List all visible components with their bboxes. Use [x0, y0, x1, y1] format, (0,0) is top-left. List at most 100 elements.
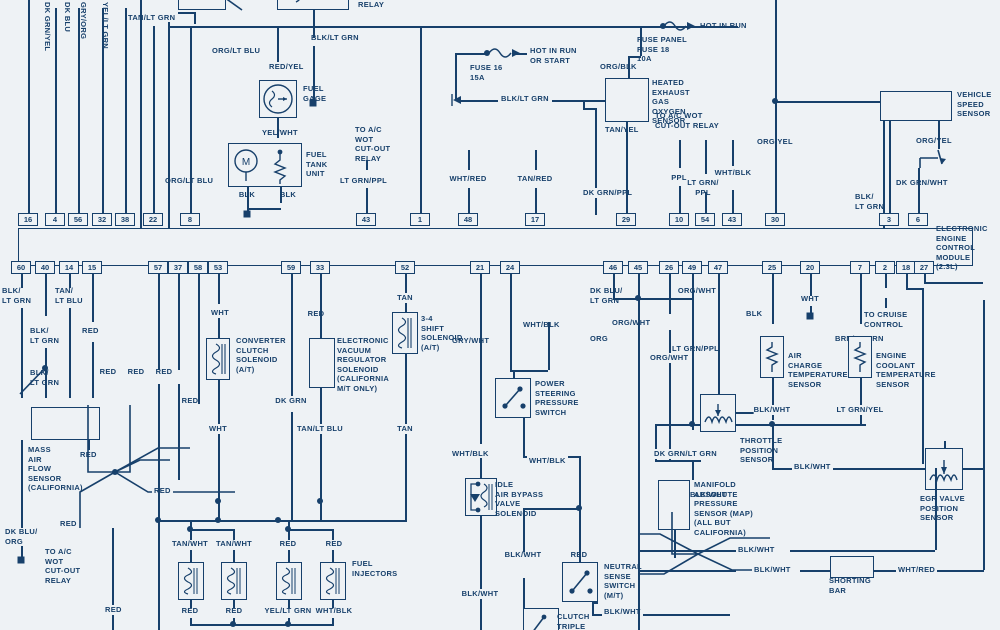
wire-label: LT GRN/PPL: [672, 344, 720, 353]
pin-box[interactable]: 38: [115, 213, 135, 226]
wire-label: WHT/BLK: [527, 456, 568, 466]
pin-box[interactable]: 59: [281, 261, 301, 274]
pin-box[interactable]: 47: [708, 261, 728, 274]
wire: [736, 424, 866, 426]
note-fuse-16: FUSE 16 15A: [470, 63, 503, 82]
pin-box[interactable]: 29: [616, 213, 636, 226]
shift-solenoid-34-label: 3-4 SHIFT SOLENOID (A/T): [421, 314, 463, 352]
pin-box[interactable]: 46: [603, 261, 623, 274]
wire: [626, 122, 628, 215]
pin-box[interactable]: 1: [410, 213, 430, 226]
wire: [288, 550, 290, 562]
splice-star: [79, 405, 235, 528]
pin-box[interactable]: 45: [628, 261, 648, 274]
pin-box[interactable]: 18: [896, 261, 916, 274]
wire-label: RED: [155, 367, 173, 376]
pin-box[interactable]: 15: [82, 261, 102, 274]
pin-box[interactable]: 60: [11, 261, 31, 274]
pin-box[interactable]: 43: [356, 213, 376, 226]
pin-box[interactable]: 52: [395, 261, 415, 274]
fuse-icon: [488, 48, 512, 58]
svg-text:M: M: [242, 157, 250, 168]
wire: [790, 550, 935, 552]
pin-box[interactable]: 6: [908, 213, 928, 226]
pin-box[interactable]: 21: [470, 261, 490, 274]
wire: [69, 274, 71, 288]
wire: [332, 600, 334, 608]
wire-label: BLK/ LT GRN: [30, 326, 60, 345]
pin-box[interactable]: 54: [695, 213, 715, 226]
pin-box[interactable]: 17: [525, 213, 545, 226]
pin-box[interactable]: 57: [148, 261, 168, 274]
pin-box[interactable]: 4: [45, 213, 65, 226]
wire-label: ORG/YEL: [916, 136, 952, 145]
wire: [190, 618, 192, 626]
wire: [366, 160, 368, 170]
shift-solenoid-34-box: [392, 312, 418, 354]
wire-label: WHT/BLK: [452, 449, 489, 458]
bus-line: [140, 0, 142, 228]
wire: [405, 354, 407, 522]
air-charge-temp-label: AIR CHARGE TEMPERATURE SENSOR: [788, 351, 848, 389]
note-fuse-panel-18: FUSE PANEL FUSE 18 10A: [637, 35, 687, 63]
pin-box[interactable]: 33: [310, 261, 330, 274]
pin-box[interactable]: 7: [850, 261, 870, 274]
pin-box[interactable]: 58: [188, 261, 208, 274]
pin-box[interactable]: 22: [143, 213, 163, 226]
pin-box[interactable]: 20: [800, 261, 820, 274]
wire: [178, 274, 180, 370]
pin-box[interactable]: 37: [168, 261, 188, 274]
wire: [291, 274, 293, 400]
wire: [669, 330, 671, 460]
pin-box[interactable]: 56: [68, 213, 88, 226]
wire-label: GRY/WHT: [452, 336, 490, 345]
wire: [906, 288, 922, 290]
pin-box[interactable]: 32: [92, 213, 112, 226]
thermistor-icon: [765, 342, 779, 372]
wire: [277, 118, 279, 138]
wire-label: ORG/WHT: [677, 286, 717, 295]
wire: [860, 274, 862, 324]
vehicle-speed-sensor-label: VEHICLE SPEED SENSOR: [957, 90, 992, 118]
splice-dot: [317, 498, 323, 504]
wire: [638, 550, 736, 552]
potentiometer-icon: [929, 460, 958, 483]
wire-label: RED: [152, 486, 173, 496]
wire-label: TAN/LT GRN: [128, 13, 176, 22]
pin-box[interactable]: 27: [914, 261, 934, 274]
wire: [640, 26, 642, 56]
wire: [280, 187, 282, 203]
pin-box[interactable]: 43: [722, 213, 742, 226]
wire-label: BLK/WHT: [753, 405, 791, 415]
pin-box[interactable]: 8: [180, 213, 200, 226]
pin-box[interactable]: 14: [59, 261, 79, 274]
pin-box[interactable]: 30: [765, 213, 785, 226]
pin-box[interactable]: 49: [682, 261, 702, 274]
pin-box[interactable]: 16: [18, 213, 38, 226]
splice-diagonal: [19, 367, 46, 395]
wire-label: BLK/WHT: [792, 462, 833, 472]
wire: [332, 550, 334, 562]
pin-box[interactable]: 53: [208, 261, 228, 274]
fuel-injector-box: [320, 562, 346, 600]
wire: [613, 274, 615, 298]
pin-box[interactable]: 40: [35, 261, 55, 274]
wire-label: RED: [99, 367, 117, 376]
wire: [523, 578, 525, 608]
pin-box[interactable]: 2: [875, 261, 895, 274]
wire-label: ORG/BLK: [600, 62, 637, 71]
pin-box[interactable]: 25: [762, 261, 782, 274]
wire-label: WHT/BLK: [523, 320, 560, 329]
pin-box[interactable]: 3: [879, 213, 899, 226]
wire: [583, 108, 595, 110]
wire: [772, 468, 922, 470]
wire: [313, 10, 315, 38]
pin-box[interactable]: 10: [669, 213, 689, 226]
wire-label: DK BLU/ ORG: [5, 527, 38, 546]
wire: [935, 468, 937, 550]
wire: [21, 546, 23, 562]
pin-box[interactable]: 26: [659, 261, 679, 274]
pin-box[interactable]: 24: [500, 261, 520, 274]
pin-box[interactable]: 48: [458, 213, 478, 226]
